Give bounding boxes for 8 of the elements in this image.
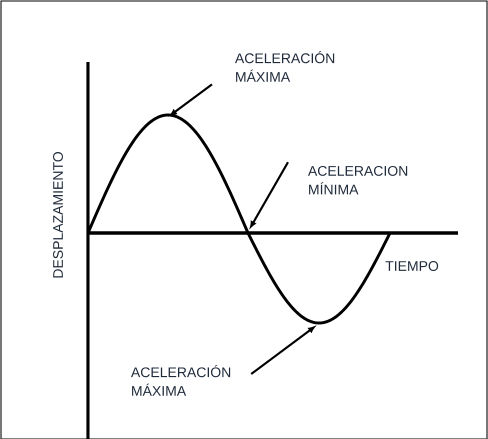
leader-line (250, 326, 315, 375)
callout-text: ACELERACION MÍNIMA (308, 166, 408, 194)
leader-line (250, 162, 289, 228)
callout-text: ACELERACIÓN MÁXIMA (234, 50, 334, 82)
leader-line (170, 83, 213, 116)
axis-label: DESPLAZAMIENTO (53, 152, 63, 278)
callout-text: ACELERACIÓN MÁXIMA (130, 364, 230, 396)
axis-label: TIEMPO (385, 261, 438, 271)
